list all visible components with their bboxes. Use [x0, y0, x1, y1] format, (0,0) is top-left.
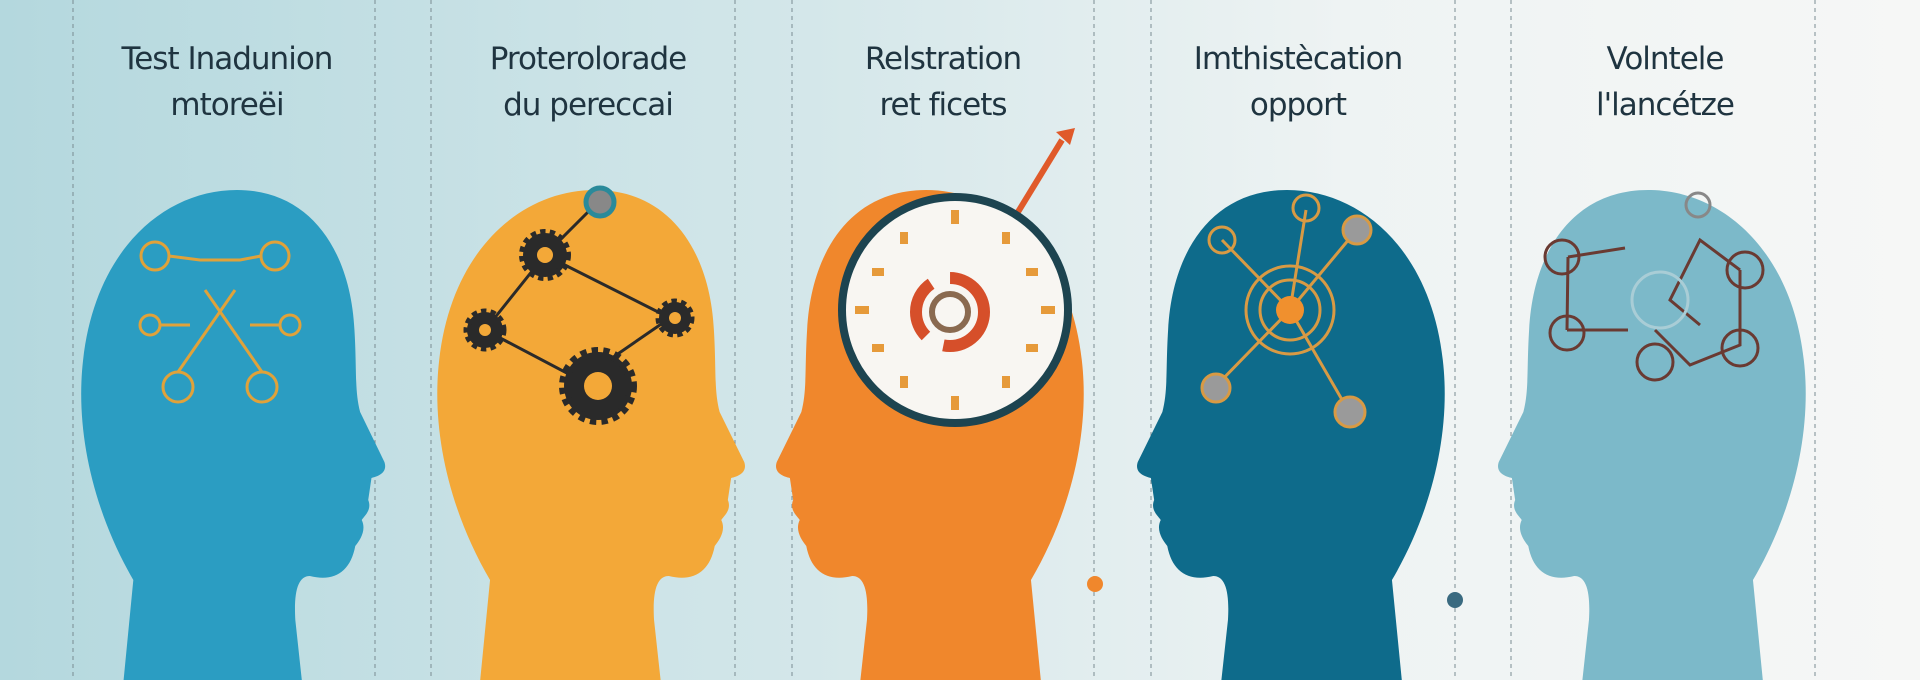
- panel-2-title: Proterolorade du pereccai: [428, 36, 748, 128]
- panel-1-title: Test Inadunion mtoreëi: [67, 36, 387, 128]
- panel-3-title: Relstration ret ficets: [783, 36, 1103, 128]
- dot-marker: [1087, 576, 1103, 592]
- divider-lines: [72, 0, 1816, 680]
- head-2: [437, 185, 745, 680]
- head-5: [1498, 190, 1806, 680]
- title-line: Test Inadunion: [121, 41, 334, 77]
- clock-target-icon: [838, 128, 1075, 427]
- title-line: opport: [1249, 87, 1347, 123]
- hub-network-icon: [1200, 193, 1373, 429]
- head-1: [81, 190, 386, 680]
- panel-5-title: Volntele l'lancétze: [1505, 36, 1825, 128]
- node-graph-icon: [1543, 191, 1765, 382]
- gears-icon: [463, 185, 695, 425]
- title-line: du pereccai: [503, 87, 674, 123]
- title-line: l'lancétze: [1595, 87, 1735, 123]
- title-line: Imthistècation: [1193, 41, 1404, 77]
- head-4: [1137, 190, 1463, 680]
- title-line: mtoreëi: [170, 87, 284, 123]
- head-3: [776, 128, 1103, 680]
- title-line: Relstration: [864, 41, 1022, 77]
- panel-4-title: Imthistècation opport: [1138, 36, 1458, 128]
- dot-marker: [1447, 592, 1463, 608]
- network-circles-icon: [138, 240, 302, 404]
- title-line: Volntele: [1606, 41, 1725, 77]
- title-line: Proterolorade: [489, 41, 688, 77]
- title-line: ret ficets: [879, 87, 1007, 123]
